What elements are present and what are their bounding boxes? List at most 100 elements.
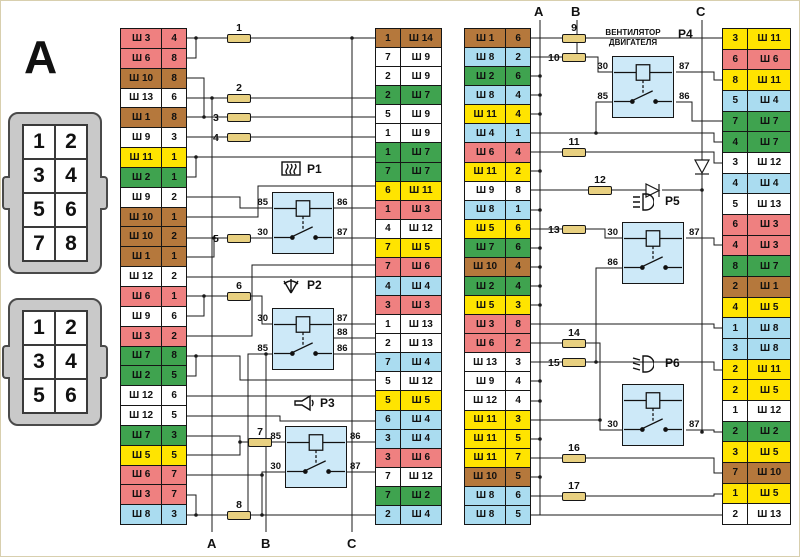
pin-strip-left-outer: Ш 3 4 Ш 6 8 Ш 10 8 Ш 13 6 Ш 1 8 Ш 9 3 Ш … — [120, 28, 187, 525]
pin-number: 3 — [732, 157, 738, 169]
connector-label: Ш 13 — [399, 334, 441, 353]
connector-label: Ш 14 — [399, 29, 441, 48]
pin-number: 6 — [505, 29, 530, 48]
relay-p5-pin-tr: 87 — [689, 227, 700, 238]
horn-icon — [294, 394, 314, 412]
connector-label: Ш 5 — [747, 380, 790, 401]
connector-label: Ш 2 — [131, 370, 151, 382]
connector-label: Ш 13 — [473, 356, 498, 368]
relay-p2-pin-tl: 30 — [257, 313, 268, 324]
pin-row: 2 Ш 1 — [723, 276, 790, 297]
pin-row: 4 Ш 4 — [723, 172, 790, 194]
pin-number: 2 — [161, 326, 186, 346]
pin-number: 1 — [161, 286, 186, 306]
pin-number: 7 — [505, 448, 530, 467]
pin-row: 6 Ш 3 — [723, 214, 790, 235]
pin-number: 4 — [385, 223, 391, 235]
connector-label: Ш 4 — [747, 91, 790, 111]
pin-strip-left-inner: 1 Ш 14 7 Ш 9 2 Ш 9 2 Ш 7 5 Ш 9 1 Ш 9 1 Ш… — [375, 28, 442, 525]
connector-pin: 6 — [56, 380, 86, 412]
washer-icon — [283, 279, 299, 294]
pin-row: Ш 8 4 — [465, 85, 530, 105]
pin-number: 5 — [385, 375, 391, 387]
connector-pin: 5 — [24, 194, 54, 226]
connector-tab — [100, 345, 108, 379]
pin-row: 4 Ш 3 — [723, 234, 790, 256]
relay-p4-pin-tr: 87 — [679, 61, 690, 72]
pin-row: 8 Ш 7 — [723, 255, 790, 277]
pin-number: 3 — [505, 410, 530, 429]
fuse-11: 11 — [562, 136, 586, 157]
pin-number: 3 — [385, 299, 391, 311]
connector-label: Ш 11 — [399, 181, 441, 200]
high-beam-icon — [633, 193, 654, 211]
connector-label: Ш 3 — [747, 235, 790, 256]
fuse-number: 5 — [213, 232, 219, 245]
connector-label: Ш 1 — [475, 32, 495, 44]
pin-number: 2 — [505, 162, 530, 181]
relay-p4-pin-br: 86 — [679, 91, 690, 102]
fuse-3: 3 — [213, 112, 251, 124]
connector-label: Ш 9 — [475, 185, 495, 197]
pin-number: 2 — [161, 227, 186, 247]
pin-number: 7 — [732, 116, 738, 128]
pin-row: 1 Ш 8 — [723, 317, 790, 339]
pin-row: Ш 11 3 — [465, 409, 530, 429]
pin-row: 1 Ш 9 — [376, 123, 441, 143]
connector-label: Ш 9 — [399, 67, 441, 86]
pin-row: Ш 12 4 — [465, 390, 530, 410]
connector-label: Ш 11 — [747, 70, 790, 91]
relay-p1 — [272, 192, 334, 254]
connector-pin: 5 — [24, 380, 54, 412]
pin-number: 4 — [161, 29, 186, 48]
pin-number: 2 — [732, 426, 738, 438]
pin-row: 3 Ш 5 — [723, 441, 790, 463]
fuse-number: 9 — [571, 21, 577, 34]
relay-p5-label: P5 — [665, 194, 680, 208]
pin-number: 2 — [732, 508, 738, 520]
pin-row: Ш 2 4 — [465, 276, 530, 296]
fuse-2: 2 — [227, 82, 251, 103]
pin-row: Ш 6 7 — [121, 464, 186, 485]
pin-number: 7 — [161, 465, 186, 485]
pin-number: 8 — [161, 48, 186, 68]
pin-number: 8 — [505, 181, 530, 200]
pin-row: Ш 10 1 — [121, 206, 186, 227]
pin-number: 5 — [732, 95, 738, 107]
relay-p5 — [622, 222, 684, 284]
pin-number: 5 — [161, 445, 186, 465]
connector-label: Ш 5 — [475, 299, 495, 311]
connector-label: Ш 13 — [129, 92, 154, 104]
connector-label: Ш 8 — [747, 318, 790, 339]
pin-number: 3 — [732, 33, 738, 45]
connector-label: Ш 13 — [747, 194, 790, 215]
pin-number: 3 — [505, 296, 530, 315]
pin-row: Ш 1 8 — [121, 107, 186, 128]
connector-label: Ш 5 — [399, 391, 441, 410]
connector-pin: 1 — [24, 312, 54, 344]
connector-label: Ш 9 — [131, 132, 151, 144]
pin-row: Ш 10 5 — [465, 466, 530, 486]
relay-p2 — [272, 308, 334, 370]
connector-label: Ш 5 — [131, 449, 151, 461]
connector-pin: 4 — [56, 346, 86, 378]
pin-number: 4 — [732, 302, 738, 314]
pin-row: 6 Ш 11 — [376, 180, 441, 200]
connector-label: Ш 1 — [131, 112, 151, 124]
connector-label: Ш 2 — [399, 486, 441, 505]
fuse-number: 7 — [257, 425, 263, 438]
pin-number: 7 — [385, 490, 391, 502]
relay-p4-label: P4 — [678, 27, 693, 41]
relay-p3-label: P3 — [320, 396, 335, 410]
pin-row: Ш 7 6 — [465, 237, 530, 257]
pin-number: 1 — [505, 200, 530, 219]
fuse-number: 16 — [568, 441, 580, 454]
relay-p2-label: P2 — [307, 278, 322, 292]
pin-row: 7 Ш 2 — [376, 485, 441, 505]
connector-label: Ш 9 — [131, 310, 151, 322]
pin-row: Ш 6 4 — [465, 142, 530, 162]
pin-row: 3 Ш 3 — [376, 295, 441, 315]
pin-number: 5 — [385, 108, 391, 120]
pin-row: 7 Ш 7 — [723, 110, 790, 132]
fuse-number: 15 — [548, 356, 560, 369]
